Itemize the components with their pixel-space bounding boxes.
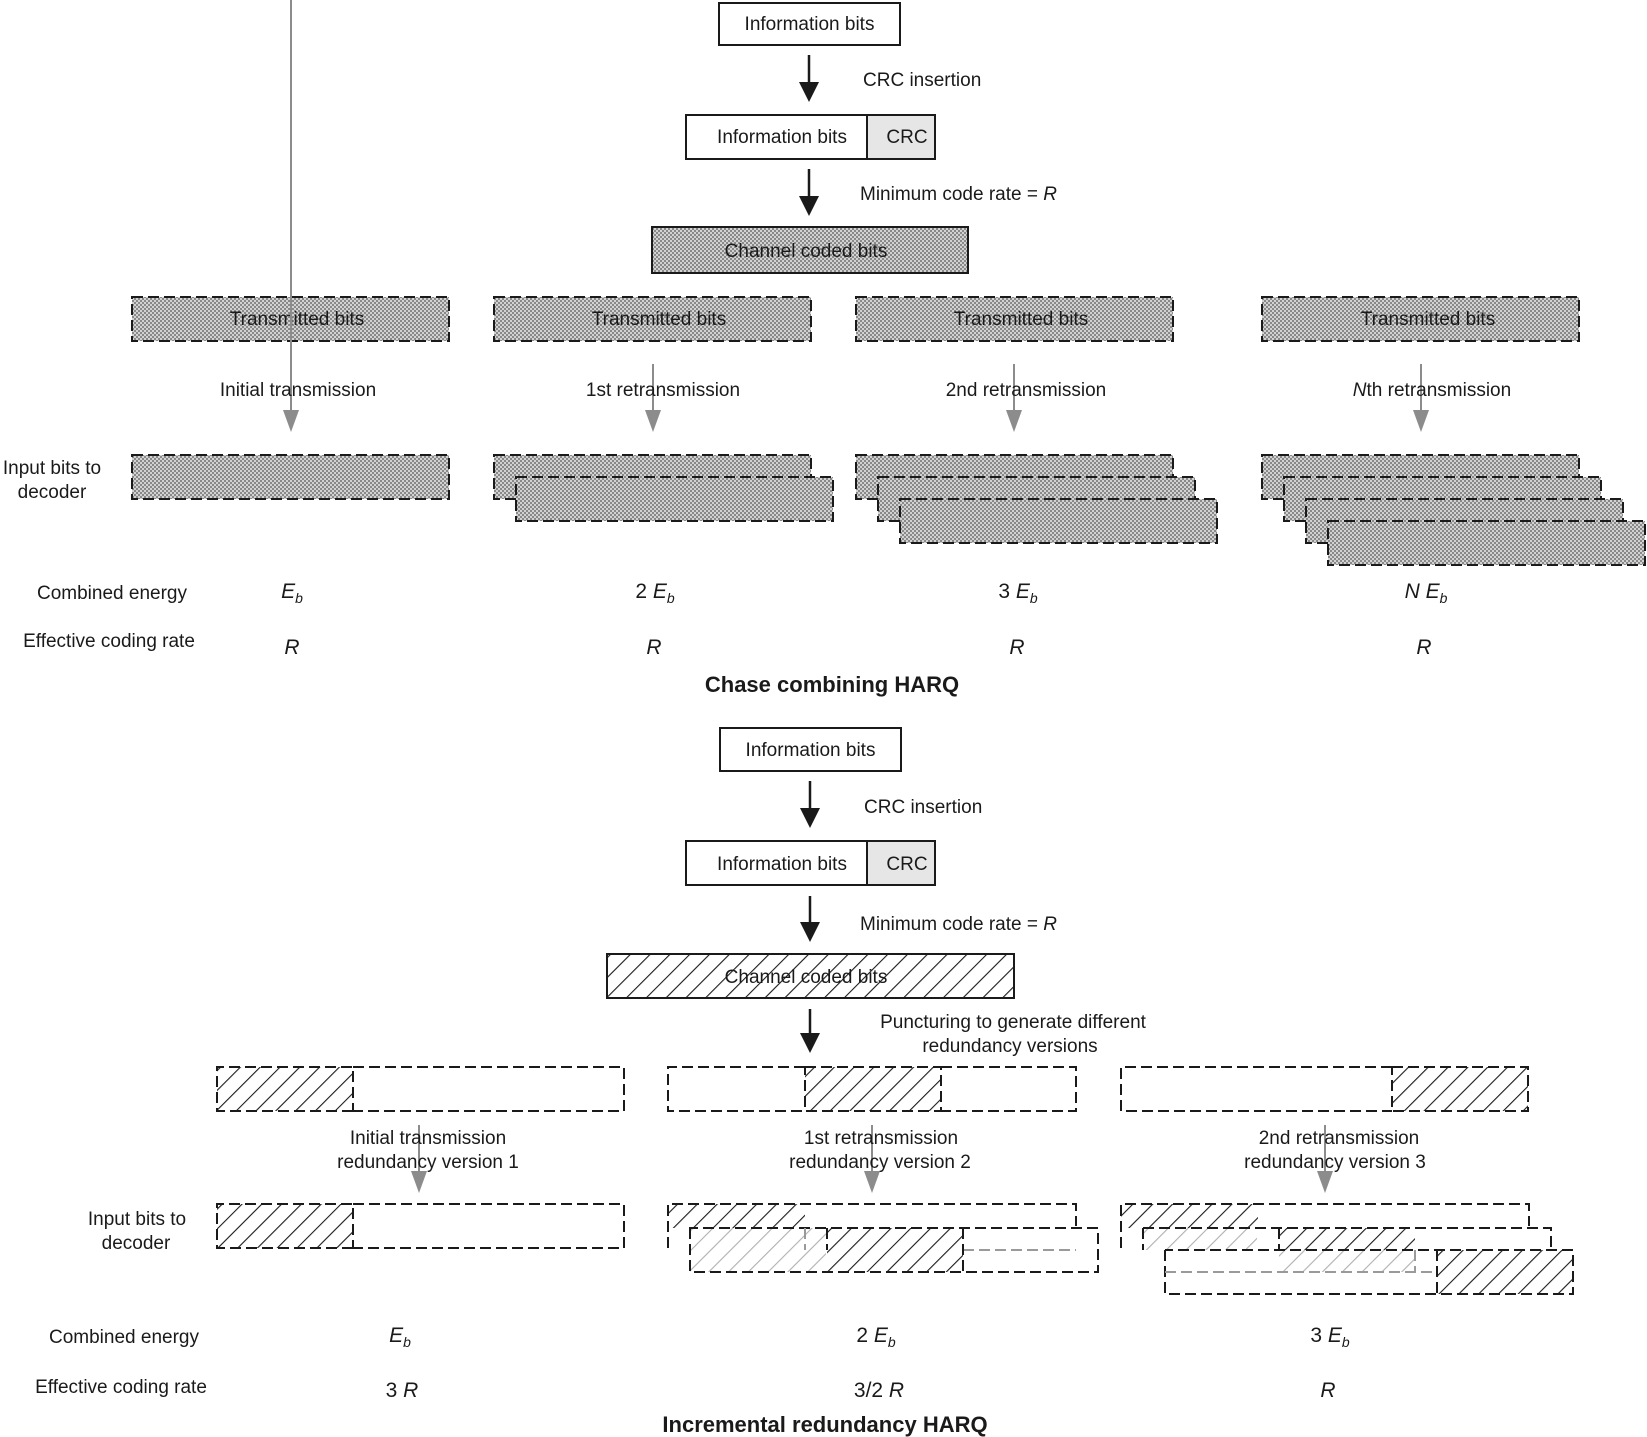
ir-decoder-stack-3 <box>1120 1203 1574 1295</box>
cc-rate-value-4: R <box>1416 636 1431 659</box>
chase-combining-section: Information bits CRC insertion Informati… <box>3 0 1646 697</box>
cc-transmitted-label-2: Transmitted bits <box>592 309 726 330</box>
incremental-redundancy-section: Information bits CRC insertion Informati… <box>35 727 1574 1437</box>
ir-gray-arrow-2 <box>864 1125 880 1193</box>
ir-energy-value-2: 2 Eb <box>856 1324 896 1350</box>
ir-info-bits-crc-box <box>685 840 868 886</box>
cc-coding-rate-label: Effective coding rate <box>23 631 195 652</box>
ir-channel-coded-box <box>606 953 1015 999</box>
ir-gray-arrow-3 <box>1317 1125 1333 1193</box>
cc-min-rate-label: Minimum code rate = R <box>860 184 1057 205</box>
ir-redundancy-version-3 <box>1120 1066 1529 1112</box>
cc-info-bits-crc-box <box>685 114 868 160</box>
ir-channel-coded-label: Channel coded bits <box>725 967 888 988</box>
cc-input-bits-label-line2: decoder <box>18 482 87 503</box>
ir-decoder-stack-2 <box>667 1203 1099 1273</box>
cc-decoder-stack-2 <box>493 454 834 522</box>
ir-transmission-1-line1: Initial transmission <box>350 1128 506 1149</box>
cc-gray-arrow-3 <box>1006 364 1022 432</box>
ir-info-bits-crc-label: Information bits <box>717 854 847 875</box>
cc-info-bits-box <box>718 2 901 46</box>
cc-transmitted-label-3: Transmitted bits <box>954 309 1088 330</box>
cc-channel-coded-label: Channel coded bits <box>725 241 888 262</box>
cc-transmission-label-1: Initial transmission <box>220 380 376 401</box>
ir-crc-box <box>866 840 936 886</box>
cc-decoder-stack-3 <box>855 454 1218 544</box>
ir-info-bits-box <box>719 727 902 772</box>
ir-rate-row: 3 R 3/2 R R <box>386 1379 1336 1402</box>
ir-decoder-stack-1 <box>216 1203 625 1249</box>
cc-combined-energy-label: Combined energy <box>37 583 187 604</box>
ir-puncturing-label-line2: redundancy versions <box>922 1036 1097 1057</box>
cc-decoder-stack-4 <box>1261 454 1646 566</box>
cc-crc-label: CRC <box>886 127 927 148</box>
cc-rate-value-2: R <box>646 636 661 659</box>
ir-redundancy-version-1 <box>216 1066 625 1112</box>
ir-redundancy-version-2 <box>667 1066 1077 1112</box>
cc-gray-arrow-4 <box>1413 364 1429 432</box>
ir-arrow-encode <box>800 896 820 942</box>
cc-crc-box <box>866 114 936 160</box>
ir-gray-arrow-1 <box>411 1125 427 1193</box>
ir-transmission-1-line2: redundancy version 1 <box>337 1152 519 1173</box>
cc-transmitted-box-2 <box>493 296 812 342</box>
ir-info-bits-label: Information bits <box>746 740 876 761</box>
ir-arrow-puncture <box>800 1009 820 1053</box>
cc-transmitted-box-4 <box>1261 296 1580 342</box>
cc-energy-value-1: Eb <box>281 580 303 606</box>
ir-transmission-2-line1: 1st retransmission <box>804 1128 958 1149</box>
cc-energy-row: Eb 2 Eb 3 Eb N Eb <box>281 580 1448 606</box>
cc-transmitted-label-1: Transmitted bits <box>230 309 364 330</box>
cc-info-bits-crc-label: Information bits <box>717 127 847 148</box>
ir-energy-row: Eb 2 Eb 3 Eb <box>389 1324 1350 1350</box>
cc-arrow-encode <box>799 169 819 216</box>
cc-energy-value-2: 2 Eb <box>635 580 675 606</box>
cc-gray-arrow-2 <box>645 364 661 432</box>
cc-energy-value-4: N Eb <box>1405 580 1448 606</box>
ir-crc-insertion-label: CRC insertion <box>864 797 982 818</box>
cc-transmission-label-4: Nth retransmission <box>1353 380 1511 401</box>
cc-transmission-label-3: 2nd retransmission <box>946 380 1107 401</box>
ir-rate-value-3: R <box>1320 1379 1335 1402</box>
cc-transmission-label-2: 1st retransmission <box>586 380 740 401</box>
cc-rate-value-1: R <box>284 636 299 659</box>
ir-transmission-3-line1: 2nd retransmission <box>1259 1128 1420 1149</box>
ir-puncturing-label-line1: Puncturing to generate different <box>880 1012 1147 1033</box>
ir-rate-value-2: 3/2 R <box>854 1379 904 1402</box>
ir-combined-energy-label: Combined energy <box>49 1327 199 1348</box>
cc-decoder-stack-1 <box>131 454 450 500</box>
cc-info-bits-label: Information bits <box>745 14 875 35</box>
cc-channel-coded-box <box>651 226 969 274</box>
ir-title: Incremental redundancy HARQ <box>662 1412 987 1437</box>
ir-transmission-2-line2: redundancy version 2 <box>789 1152 971 1173</box>
ir-energy-value-3: 3 Eb <box>1310 1324 1350 1350</box>
cc-transmitted-box-3 <box>855 296 1174 342</box>
ir-coding-rate-label: Effective coding rate <box>35 1377 207 1398</box>
ir-crc-label: CRC <box>886 854 927 875</box>
ir-energy-value-1: Eb <box>389 1324 411 1350</box>
ir-input-bits-label-line2: decoder <box>102 1233 171 1254</box>
cc-title: Chase combining HARQ <box>705 672 959 697</box>
cc-crc-insertion-label: CRC insertion <box>863 70 981 91</box>
ir-min-rate-label: Minimum code rate = R <box>860 914 1057 935</box>
ir-arrow-crc <box>800 781 820 828</box>
cc-gray-arrow-1 <box>283 0 299 432</box>
cc-rate-value-3: R <box>1009 636 1024 659</box>
ir-input-bits-label-line1: Input bits to <box>88 1209 186 1230</box>
ir-transmission-3-line2: redundancy version 3 <box>1244 1152 1426 1173</box>
cc-energy-value-3: 3 Eb <box>998 580 1038 606</box>
cc-transmitted-label-4: Transmitted bits <box>1361 309 1495 330</box>
cc-arrow-crc <box>799 55 819 102</box>
cc-input-bits-label-line1: Input bits to <box>3 458 101 479</box>
ir-rate-value-1: 3 R <box>386 1379 419 1402</box>
